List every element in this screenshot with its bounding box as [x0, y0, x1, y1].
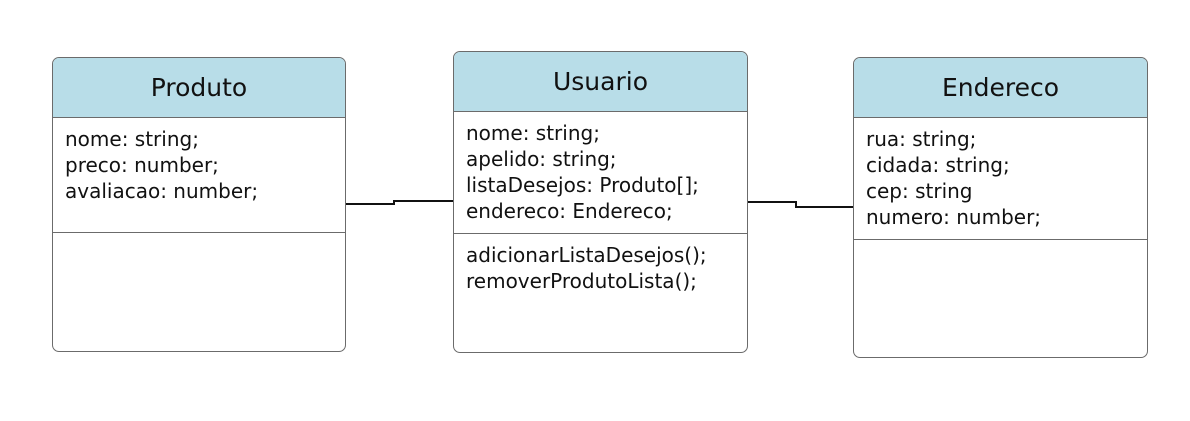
- attribute-item: numero: number;: [866, 205, 1042, 229]
- attribute-item: nome: string;: [65, 127, 199, 151]
- methods-section-produto: [53, 233, 345, 241]
- method-item: removerProdutoLista();: [466, 269, 697, 293]
- association-usuario-endereco: [748, 201, 853, 208]
- attribute-item: avaliacao: number;: [65, 179, 259, 203]
- attribute-item: nome: string;: [466, 121, 600, 145]
- attribute-item: cep: string: [866, 179, 973, 203]
- class-box-usuario[interactable]: Usuario nome: string; apelido: string; l…: [453, 51, 748, 353]
- class-name-endereco: Endereco: [854, 58, 1147, 118]
- methods-section-endereco: [854, 240, 1147, 248]
- attribute-item: cidada: string;: [866, 153, 1010, 177]
- attributes-section-usuario: nome: string; apelido: string; listaDese…: [454, 112, 747, 234]
- methods-section-usuario: adicionarListaDesejos(); removerProdutoL…: [454, 234, 747, 294]
- attributes-section-produto: nome: string; preco: number; avaliacao: …: [53, 118, 345, 233]
- association-produto-usuario: [346, 200, 453, 205]
- attribute-item: rua: string;: [866, 127, 977, 151]
- class-name-usuario: Usuario: [454, 52, 747, 112]
- method-item: adicionarListaDesejos();: [466, 243, 707, 267]
- attribute-item: preco: number;: [65, 153, 219, 177]
- class-box-endereco[interactable]: Endereco rua: string; cidada: string; ce…: [853, 57, 1148, 358]
- attribute-item: endereco: Endereco;: [466, 199, 673, 223]
- class-box-produto[interactable]: Produto nome: string; preco: number; ava…: [52, 57, 346, 352]
- attribute-item: listaDesejos: Produto[];: [466, 173, 699, 197]
- attribute-item: apelido: string;: [466, 147, 617, 171]
- attributes-section-endereco: rua: string; cidada: string; cep: string…: [854, 118, 1147, 240]
- class-name-produto: Produto: [53, 58, 345, 118]
